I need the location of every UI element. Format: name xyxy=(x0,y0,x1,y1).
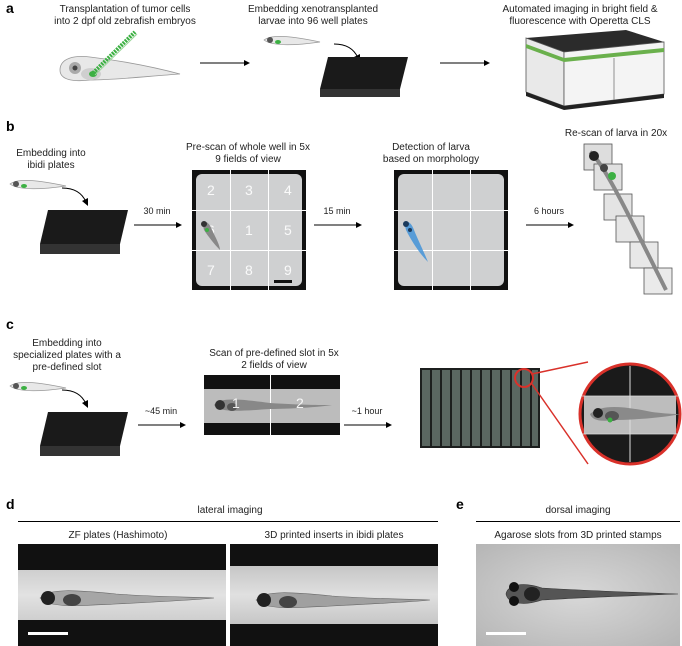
b-arrow-3 xyxy=(526,220,574,230)
panel-label-d: d xyxy=(6,496,15,512)
d-right-label: 3D printed inserts in ibidi plates xyxy=(230,530,438,542)
e-header: dorsal imaging xyxy=(478,505,678,517)
e-sub-label: Agarose slots from 3D printed stamps xyxy=(476,530,680,542)
detection-well-image xyxy=(394,170,508,290)
field-number: 3 xyxy=(245,182,253,198)
panel-label-b: b xyxy=(6,118,15,134)
c-step1-label: Embedding into specialized plates with a… xyxy=(2,338,132,374)
a-step2-label: Embedding xenotransplanted larvae into 9… xyxy=(238,4,388,28)
detected-larva xyxy=(400,218,430,264)
larva-dorsal xyxy=(502,578,678,610)
slot-field-number: 2 xyxy=(296,395,304,411)
d-left-label: ZF plates (Hashimoto) xyxy=(18,530,218,542)
larva-lateral-1 xyxy=(36,584,216,612)
e-header-line xyxy=(476,521,680,522)
field-number: 8 xyxy=(245,262,253,278)
c-arrow1-label: ~45 min xyxy=(136,406,186,416)
curved-arrow-b xyxy=(60,186,90,206)
prescan-well-image: 2 3 4 6 1 5 7 8 9 xyxy=(192,170,306,290)
a-step1-label: Transplantation of tumor cells into 2 dp… xyxy=(30,4,220,28)
larva-in-slot xyxy=(210,393,334,417)
field-number: 9 xyxy=(284,262,292,278)
b-arrow1-label: 30 min xyxy=(132,206,182,216)
larva-icon-b xyxy=(8,176,68,196)
dorsal-image xyxy=(476,544,680,646)
a-step3-label: Automated imaging in bright field & fluo… xyxy=(480,4,680,28)
b-step3-label: Detection of larva based on morphology xyxy=(366,142,496,166)
b-arrow-2 xyxy=(314,220,362,230)
ibidi-plate-icon xyxy=(38,208,130,258)
zoom-callout xyxy=(512,360,682,470)
rescan-tiles-image xyxy=(582,142,682,302)
b-arrow-1 xyxy=(134,220,182,230)
larva-lateral-2 xyxy=(252,586,432,614)
field-number: 2 xyxy=(207,182,215,198)
panel-label-c: c xyxy=(6,316,14,332)
d-header-line xyxy=(18,521,438,522)
c-arrow-2 xyxy=(344,420,392,430)
panel-label-e: e xyxy=(456,496,464,512)
zf-plates-image xyxy=(18,544,226,646)
3d-inserts-image xyxy=(230,544,438,646)
a-arrow-1 xyxy=(200,58,250,68)
b-arrow2-label: 15 min xyxy=(312,206,362,216)
c-step2-label: Scan of pre-defined slot in 5x 2 fields … xyxy=(204,348,344,372)
c-arrow2-label: ~1 hour xyxy=(342,406,392,416)
specialized-plate-icon xyxy=(38,410,130,460)
larva-in-well xyxy=(198,218,222,252)
b-arrow3-label: 6 hours xyxy=(524,206,574,216)
b-step2-label: Pre-scan of whole well in 5x 9 fields of… xyxy=(178,142,318,166)
slot-field-number: 1 xyxy=(232,395,240,411)
curved-arrow-c xyxy=(60,388,90,408)
slot-scan-image: 1 2 xyxy=(204,375,340,435)
d-header: lateral imaging xyxy=(30,505,430,517)
panel-label-a: a xyxy=(6,0,14,16)
c-arrow-1 xyxy=(138,420,186,430)
operetta-cls-instrument-icon xyxy=(518,28,668,112)
field-number: 5 xyxy=(284,222,292,238)
b-step4-label: Re-scan of larva in 20x xyxy=(556,128,676,140)
a-arrow-2 xyxy=(440,58,490,68)
larva-icon xyxy=(262,32,322,52)
well-plate-icon xyxy=(318,55,410,99)
field-number: 7 xyxy=(207,262,215,278)
field-number: 1 xyxy=(245,222,253,238)
b-step1-label: Embedding into ibidi plates xyxy=(6,148,96,172)
field-number: 4 xyxy=(284,182,292,198)
zebrafish-embryo-injection-icon xyxy=(55,30,185,90)
larva-icon-c xyxy=(8,378,68,398)
